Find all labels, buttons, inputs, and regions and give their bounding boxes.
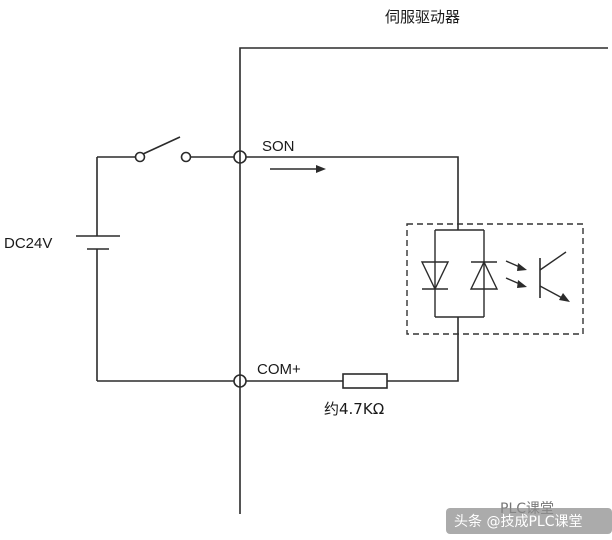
resistor-to-opto-wire [387, 317, 459, 382]
watermark-banner [446, 508, 612, 534]
resistor-icon [342, 373, 388, 389]
com-label: COM+ [257, 361, 301, 378]
drive-enclosure [239, 47, 608, 514]
current-arrow-icon [270, 165, 326, 173]
supply-label: DC24V [4, 235, 52, 252]
com-terminal [233, 374, 247, 388]
switch-icon [134, 136, 192, 163]
son-terminal [233, 150, 247, 164]
phototransistor-icon [539, 251, 570, 302]
optocoupler-box [406, 223, 584, 335]
battery-icon [76, 235, 120, 250]
resistor-label: 约4.7KΩ [324, 400, 384, 418]
son-label: SON [262, 138, 295, 155]
watermark-text: 头条 @技成PLC课堂 [454, 513, 582, 530]
son-wire [246, 156, 459, 230]
led-pair-icon [420, 229, 499, 318]
light-arrows-icon [505, 260, 527, 288]
servo-drive-title: 伺服驱动器 [385, 8, 460, 26]
